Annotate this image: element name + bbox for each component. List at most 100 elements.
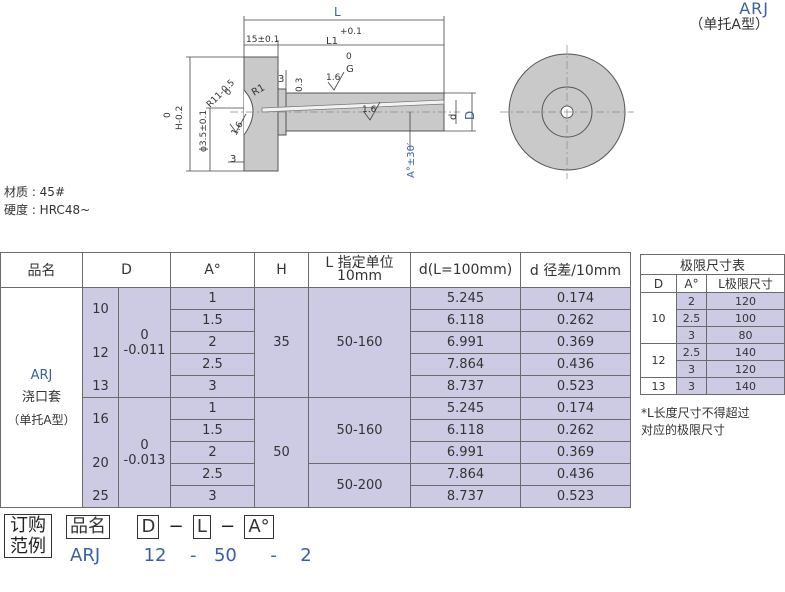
table-row: 13 3 140 (640, 377, 785, 395)
format-name-box: 品名 (66, 515, 110, 539)
format-A-box: A° (244, 515, 274, 539)
label-0.3: 0.3 (295, 78, 305, 92)
example-name: ARJ (70, 545, 101, 566)
format-dash: − (220, 516, 236, 537)
A-cell: 1 (170, 397, 255, 420)
model-type: （单托A型） (689, 17, 769, 33)
header-L: L 指定单位 10mm (308, 252, 411, 288)
A-cell: 3 (170, 485, 255, 508)
L-cell: 50-160 (308, 397, 411, 464)
limit-D: 12 (640, 343, 677, 378)
table-row: 2.5 7.864 0.436 (1, 353, 631, 376)
limit-note: *L长度尺寸不得超过 对应的极限尺寸 (641, 405, 750, 439)
D-cell: 12 (82, 331, 119, 376)
label-L1: L1 (326, 36, 338, 47)
D-cell: 13 (82, 375, 119, 398)
format-L-box: L (192, 515, 211, 539)
limit-A: 2.5 (676, 343, 707, 361)
header-A: A° (170, 252, 255, 288)
limit-D: 10 (640, 292, 677, 344)
diff-cell: 0.523 (520, 375, 631, 398)
model-label: ARJ （单托A型） (689, 0, 769, 34)
limit-header-L: L极限尺寸 (705, 274, 785, 293)
example-sep: - (270, 545, 277, 566)
diff-cell: 0.174 (520, 397, 631, 420)
limit-L: 140 (705, 377, 785, 395)
limit-header-row: D A° L极限尺寸 (640, 274, 785, 293)
order-example-values: ARJ 12 - 50 - 2 (70, 545, 312, 566)
product-cell: ARJ 浇口套 （单托A型） (0, 287, 83, 508)
table-row: 25 3 8.737 0.523 (1, 485, 631, 508)
label-3-top: 3 (278, 74, 284, 85)
part-side-view (230, 56, 460, 172)
table-row: 2.5 100 (641, 309, 785, 327)
limit-A: 3 (676, 326, 707, 344)
L-cell: 50-200 (308, 463, 411, 508)
table-row: 3 80 (641, 326, 785, 344)
label-A: A°±30′ (406, 142, 417, 178)
product-name: 浇口套 (21, 389, 61, 405)
limit-header-A: A° (676, 274, 707, 293)
limit-title: 极限尺寸表 (639, 254, 785, 275)
d-cell: 8.737 (410, 375, 521, 398)
limit-A: 2 (676, 292, 707, 310)
label-L-tol: +0.1 (340, 27, 362, 37)
limit-L: 120 (705, 360, 785, 378)
L-cell: 50-160 (308, 287, 411, 398)
order-format: 品名 D − L − A° (66, 515, 274, 539)
header-D: D (82, 252, 171, 288)
A-cell: 2.5 (170, 463, 255, 486)
D-tolerance-cell: 0 -0.013 (118, 397, 171, 508)
table-row: 1.5 6.118 0.262 (1, 419, 631, 442)
D-cell: 10 (82, 287, 119, 332)
table-row: ARJ 浇口套 （单托A型） 10 0 -0.011 1 35 50-160 5… (0, 287, 631, 508)
d-cell: 5.245 (410, 397, 521, 420)
hardness-line: 硬度 : HRC48~ (4, 203, 91, 217)
d-cell: 6.118 (410, 419, 521, 442)
diff-cell: 0.174 (520, 287, 631, 310)
d-cell: 6.118 (410, 309, 521, 332)
D-tolerance-cell: 0 -0.011 (118, 287, 171, 398)
limit-table: 极限尺寸表 D A° L极限尺寸 10 2 120 2.5 100 3 80 1… (639, 254, 785, 395)
table-row: 20 2 6.991 0.369 (1, 441, 631, 486)
limit-A: 3 (676, 360, 707, 378)
d-cell: 7.864 (410, 353, 521, 376)
limit-A: 2.5 (676, 309, 707, 327)
product-type: （单托A型） (7, 412, 76, 427)
spec-table-header: 品名 D A° H L 指定单位 10mm d(L=100mm) d 径差/10… (0, 252, 631, 288)
limit-L: 100 (705, 309, 785, 327)
material-line: 材质 : 45# (4, 185, 65, 199)
A-cell: 2 (170, 331, 255, 354)
tol-top: 0 (140, 437, 149, 453)
dimension-lines (186, 16, 476, 172)
format-dash: − (168, 516, 184, 537)
A-cell: 1.5 (170, 419, 255, 442)
table-row: 12 2 6.991 0.369 (1, 331, 631, 376)
label-rough3: 1.6 (230, 120, 246, 138)
format-D-box: D (137, 515, 160, 539)
d-cell: 6.991 (410, 331, 521, 354)
label-G-zero: 0 (346, 52, 352, 62)
header-H: H (254, 252, 309, 288)
limit-header-D: D (640, 274, 677, 293)
D-cell: 25 (82, 485, 119, 508)
table-row: 12 2.5 140 (640, 343, 785, 378)
limit-A: 3 (676, 377, 707, 395)
label-3-bottom: 3 (230, 154, 236, 165)
A-cell: 1.5 (170, 309, 255, 332)
d-cell: 7.864 (410, 463, 521, 486)
tol-top: 0 (140, 327, 149, 343)
limit-title-row: 极限尺寸表 (639, 254, 785, 275)
label-15: 15±0.1 (246, 35, 279, 45)
part-front-view (500, 45, 634, 179)
label-R11-zero: 0 (223, 87, 234, 98)
diff-cell: 0.369 (520, 441, 631, 464)
label-D: D (463, 111, 477, 120)
table-row: 3 120 (641, 360, 785, 378)
tol-bottom: -0.011 (123, 342, 166, 358)
H-cell: 35 (254, 287, 309, 398)
header-name: 品名 (0, 252, 83, 288)
label-H-zero: 0 (163, 112, 173, 118)
tol-bottom: -0.013 (123, 452, 166, 468)
example-D: 12 (143, 545, 167, 566)
